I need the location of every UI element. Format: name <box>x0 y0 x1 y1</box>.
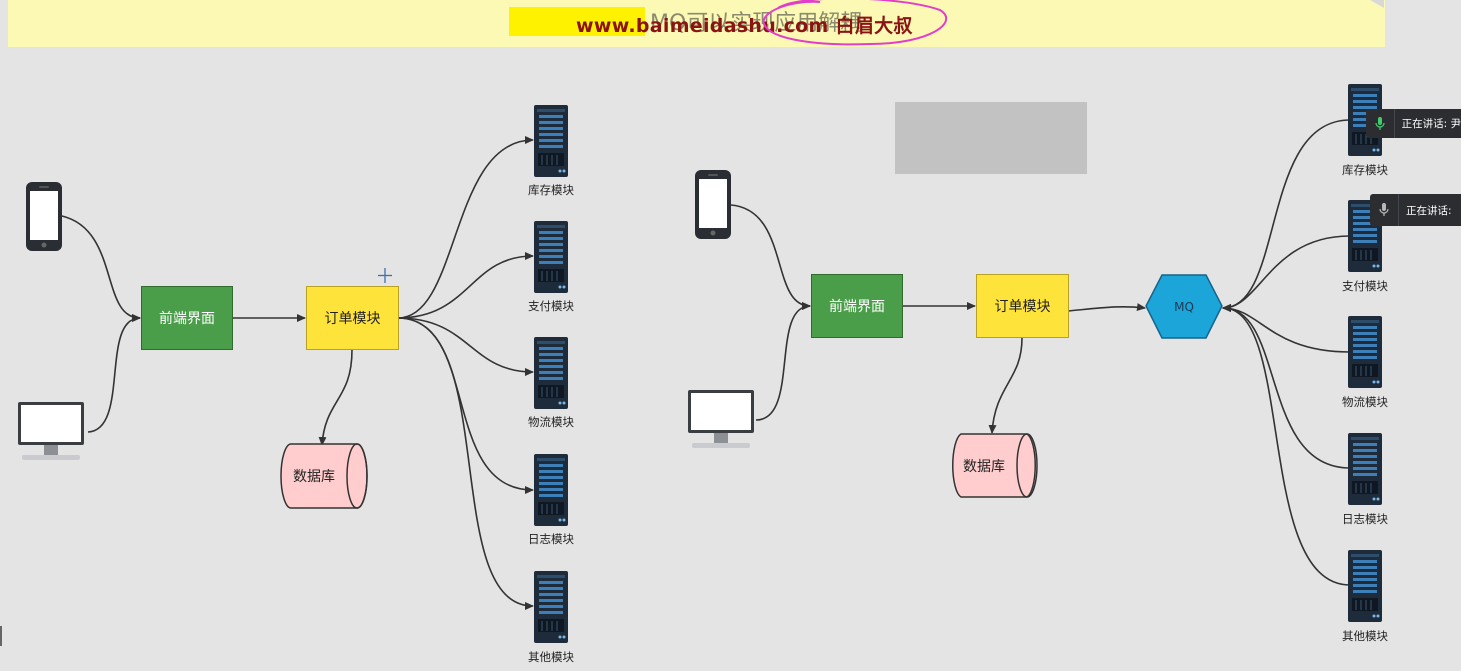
desktop-monitor-icon <box>688 390 754 448</box>
left-service-label-logistics: 物流模块 <box>528 415 574 429</box>
left-database-cylinder <box>280 443 368 509</box>
banner-fold-corner <box>1370 0 1384 8</box>
right-frontend-node: 前端界面 <box>811 274 903 338</box>
title-banner <box>8 0 1385 47</box>
right-service-label-log: 日志模块 <box>1342 512 1388 526</box>
edge-scroll-tick <box>0 626 2 646</box>
watermark-text: www.baimeidashu.com 白眉大叔 <box>576 15 913 37</box>
server-icon-logistics <box>533 336 569 410</box>
redacted-box <box>895 102 1087 174</box>
cursor-sparkle-icon <box>378 268 392 283</box>
left-service-label-log: 日志模块 <box>528 532 574 546</box>
right-connectors <box>730 119 1351 586</box>
left-service-label-other: 其他模块 <box>528 650 574 664</box>
server-icon-payment <box>533 220 569 294</box>
banner-title: MQ可以实现应用解耦 <box>650 11 863 36</box>
mobile-phone-icon <box>695 170 731 239</box>
banner-highlight <box>509 7 645 36</box>
left-order-node: 订单模块 <box>306 286 399 350</box>
microphone-icon <box>1366 109 1395 138</box>
mq-label: MQ <box>1174 299 1194 314</box>
desktop-monitor-icon <box>18 402 84 460</box>
right-service-label-other: 其他模块 <box>1342 629 1388 643</box>
speaking-label: 正在讲话: 尹 <box>1401 118 1461 130</box>
pen-annotation-circle <box>762 0 948 46</box>
right-database-label: 数据库 <box>963 458 1005 475</box>
mobile-phone-icon <box>26 182 62 251</box>
left-database-label: 数据库 <box>293 469 335 485</box>
left-service-label-inventory: 库存模块 <box>528 183 574 197</box>
server-icon-other <box>533 570 569 644</box>
right-database-cylinder <box>952 433 1038 498</box>
left-frontend-node: 前端界面 <box>141 286 233 350</box>
speaking-indicator: 正在讲话: <box>1370 194 1461 226</box>
right-service-label-payment: 支付模块 <box>1342 279 1388 293</box>
right-service-label-logistics: 物流模块 <box>1342 395 1388 409</box>
left-service-label-payment: 支付模块 <box>528 299 574 313</box>
server-icon-logistics <box>1347 315 1383 389</box>
speaking-label: 正在讲话: <box>1406 204 1452 217</box>
server-icon-log <box>1347 432 1383 506</box>
mq-hexagon <box>1145 274 1223 339</box>
right-order-node: 订单模块 <box>976 274 1069 338</box>
microphone-icon <box>1370 194 1399 226</box>
server-icon-log <box>533 453 569 527</box>
server-icon-other <box>1347 549 1383 623</box>
server-icon-inventory <box>533 104 569 178</box>
speaking-indicator: 正在讲话: 尹 <box>1366 109 1461 138</box>
right-service-label-inventory: 库存模块 <box>1342 163 1388 177</box>
left-connectors <box>61 136 534 610</box>
